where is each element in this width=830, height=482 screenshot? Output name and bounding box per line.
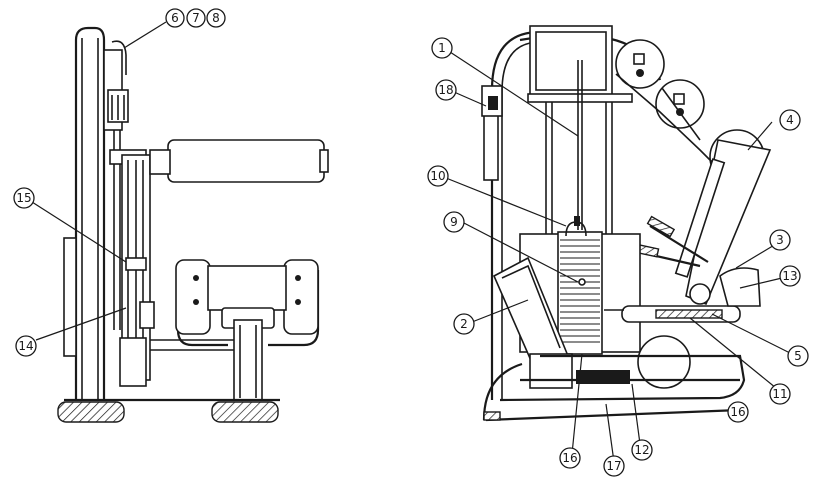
callout-2: 2 [453,313,475,335]
callout-18: 18 [435,79,457,101]
callout-12: 12 [631,439,653,461]
callout-5-label: 5 [794,349,802,363]
seat-pad [604,305,741,323]
upper-pulley [615,39,665,89]
handle-bars [628,215,709,268]
callout-6-label: 6 [171,11,179,25]
callout-11: 11 [769,383,791,405]
base-frame [482,335,747,422]
callout-1-label: 1 [438,41,446,55]
callout-5: 5 [787,345,809,367]
cable-guide [109,130,155,387]
callout-7-label: 7 [192,11,200,25]
top-pulley-bracket [103,40,129,131]
middle-pulley [655,79,705,129]
callout-9-label: 9 [450,215,458,229]
callout-17: 17 [603,455,625,477]
front-foot [211,401,279,423]
callout-9: 9 [443,211,465,233]
callout-11-label: 11 [772,387,787,401]
callout-1: 1 [431,37,453,59]
callout-6: 6 [165,8,185,28]
callout-15: 15 [13,187,35,209]
callout-8: 8 [206,8,226,28]
callout-14-label: 14 [18,339,33,353]
side-bracket [719,267,761,307]
callout-14: 14 [15,335,37,357]
side-view [31,21,329,423]
callout-7: 7 [186,8,206,28]
upright-frame [63,26,106,400]
callout-3-label: 3 [776,233,784,247]
callout-15-label: 15 [16,191,31,205]
callout-13-label: 13 [782,269,797,283]
callout-17-label: 17 [606,459,621,473]
callout-10-label: 10 [430,169,445,183]
callout-8-label: 8 [212,11,220,25]
callout-16-wheel-label: 16 [730,405,745,419]
callout-4-label: 4 [786,113,794,127]
rear-foot [57,401,125,423]
callout-16: 16 [559,447,581,469]
callout-18-label: 18 [438,83,453,97]
callout-10: 10 [427,165,449,187]
leg-roller-pad [149,139,329,183]
callout-16-label: 16 [562,451,577,465]
guide-rods [545,60,613,240]
lever-arm [674,139,772,306]
callout-2-label: 2 [460,317,468,331]
callout-4: 4 [779,109,801,131]
callout-16-wheel: 16 [727,401,749,423]
callout-12-label: 12 [634,443,649,457]
arched-frame [490,25,662,400]
front-view [445,25,793,463]
seat-assembly [150,259,320,401]
callout-13: 13 [779,265,801,287]
callout-3: 3 [769,229,791,251]
